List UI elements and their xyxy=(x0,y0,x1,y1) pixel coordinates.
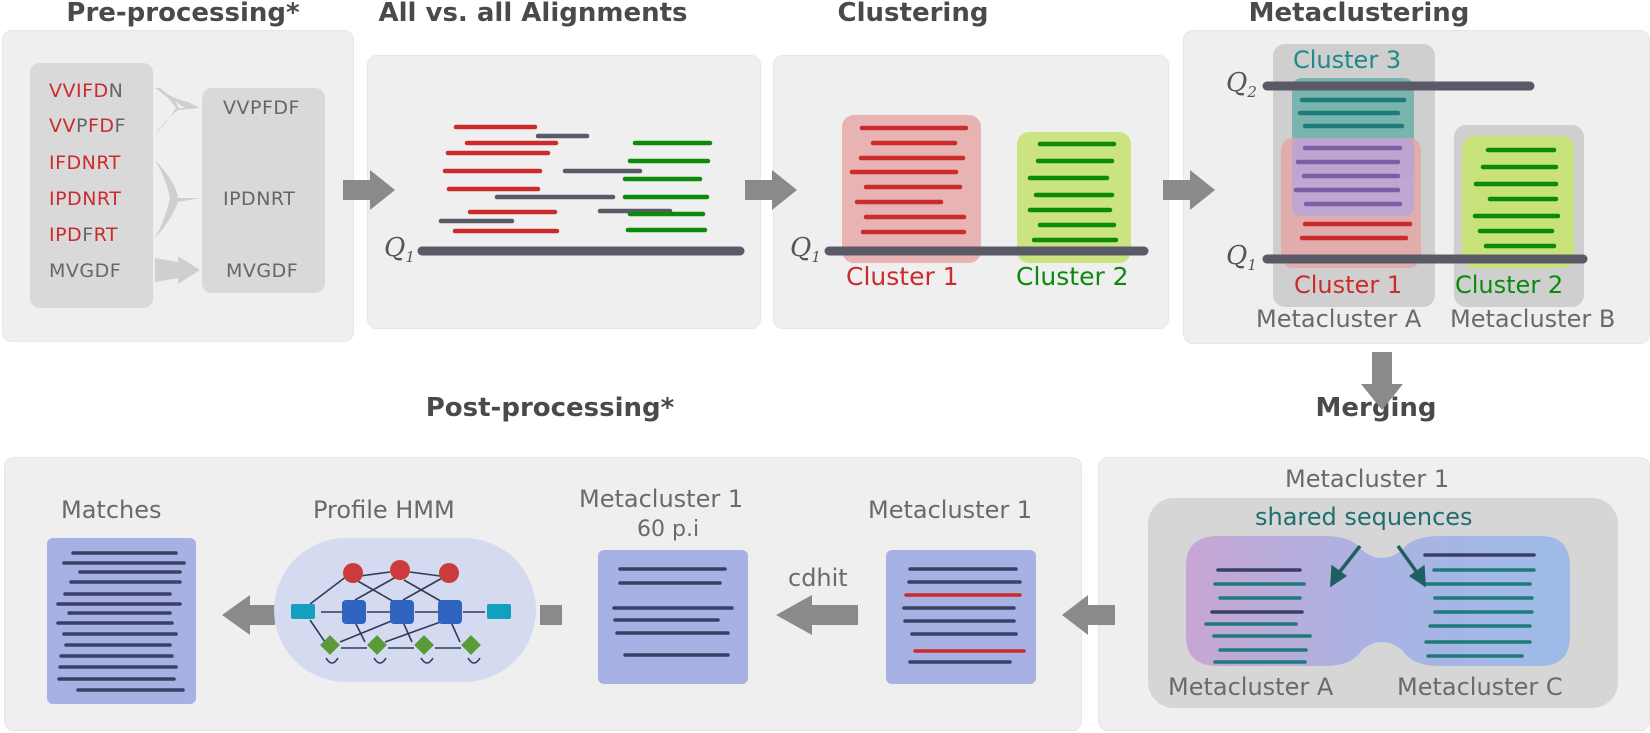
panel-alignments xyxy=(367,55,761,329)
input-sequence: IPDNRT xyxy=(49,188,122,210)
merge-left-label: Metacluster A xyxy=(1168,673,1334,701)
mc-reduced-sublabel: 60 p.i xyxy=(637,517,700,542)
hmm-graph xyxy=(309,571,485,664)
stage-title-clustering: Clustering xyxy=(837,0,989,28)
flow-arrows xyxy=(222,170,1403,635)
hmm-start-node xyxy=(291,604,315,619)
arrow-cluster-to-meta xyxy=(1163,170,1215,210)
hmm-match-node xyxy=(342,600,366,624)
cluster1-label: Cluster 1 xyxy=(846,262,959,291)
profile-hmm-label: Profile HMM xyxy=(313,496,455,524)
meta-cluster2-label: Cluster 2 xyxy=(1455,271,1564,299)
query-label-q2: Q2 xyxy=(1226,68,1257,102)
arrow-meta-to-merge xyxy=(1361,352,1403,410)
stage-title-postprocessing: Post-processing* xyxy=(425,393,675,423)
cdhit-label: cdhit xyxy=(788,564,848,592)
mc-reduced-label: Metacluster 1 xyxy=(579,485,744,513)
output-sequence: IPDNRT xyxy=(223,188,296,210)
stage-title-preprocessing: Pre-processing* xyxy=(66,0,300,28)
output-sequence: VVPFDF xyxy=(223,97,300,119)
cluster2-box xyxy=(1017,132,1131,263)
merging-title: Metacluster 1 xyxy=(1285,465,1450,493)
input-sequence: VVIFDN xyxy=(49,80,124,102)
metacluster-b-label: Metacluster B xyxy=(1450,305,1616,333)
grouping-arrows xyxy=(155,88,200,284)
stage-title-metaclustering: Metaclustering xyxy=(1248,0,1470,28)
query-label-q1-meta: Q1 xyxy=(1226,241,1257,275)
merge-right-label: Metacluster C xyxy=(1397,673,1563,701)
mc-full-label: Metacluster 1 xyxy=(868,496,1033,524)
input-sequence: IPDFRT xyxy=(49,224,119,246)
input-sequence: IFDNRT xyxy=(49,152,121,174)
stage-title-alignments: All vs. all Alignments xyxy=(378,0,688,28)
hmm-match-node xyxy=(438,600,462,624)
shared-arrows xyxy=(1330,544,1426,588)
hmm-insert-node xyxy=(390,560,410,580)
arrow-pre-to-align xyxy=(343,170,395,210)
arrow-merge-to-mcfull xyxy=(1062,595,1115,635)
hmm-insert-node xyxy=(439,563,459,583)
input-sequence: VVPFDF xyxy=(49,115,126,137)
metacluster-a-label: Metacluster A xyxy=(1256,305,1422,333)
hmm-delete-node xyxy=(461,635,481,655)
matches-label: Matches xyxy=(61,496,162,524)
arrow-align-to-cluster xyxy=(745,170,797,210)
arrow-cdhit xyxy=(776,595,858,635)
matches-box xyxy=(47,538,196,704)
query-label-q1-alignments: Q1 xyxy=(384,233,415,267)
arrow-hmm-to-matches xyxy=(222,595,275,635)
output-sequence-box xyxy=(202,88,325,293)
shared-sequences-label: shared sequences xyxy=(1255,503,1473,531)
hmm-match-node xyxy=(390,600,414,624)
cluster2-label: Cluster 2 xyxy=(1016,262,1129,291)
hmm-insert-node xyxy=(343,563,363,583)
hmm-delete-node xyxy=(320,635,340,655)
arrow-mcreduced-to-hmm xyxy=(540,605,562,625)
hmm-delete-node xyxy=(414,635,434,655)
hmm-end-node xyxy=(487,604,511,619)
input-sequence-box xyxy=(30,63,153,308)
input-sequence: MVGDF xyxy=(49,260,122,282)
hmm-nodes xyxy=(291,560,511,655)
hmm-delete-node xyxy=(367,635,387,655)
query-label-q1-clustering: Q1 xyxy=(790,233,821,267)
output-sequence: MVGDF xyxy=(226,260,299,282)
meta-cluster1-label: Cluster 1 xyxy=(1294,271,1403,299)
meta-cluster3-label: Cluster 3 xyxy=(1293,46,1402,74)
